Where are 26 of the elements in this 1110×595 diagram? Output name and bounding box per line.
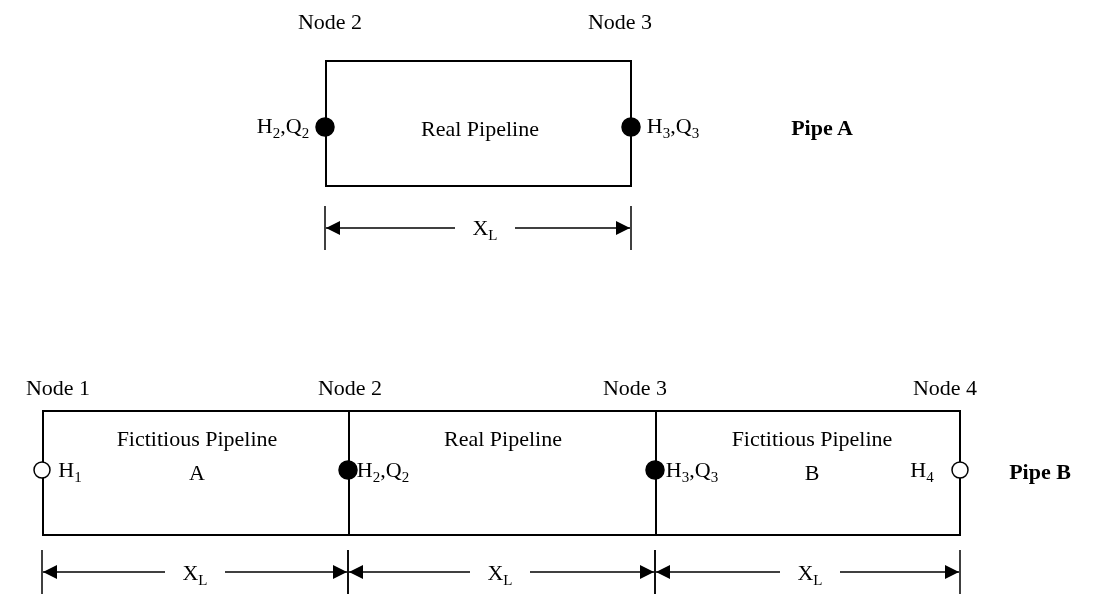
head-label: H$_{4}$: [910, 458, 934, 486]
dimension-label: X$_{L}$: [182, 561, 208, 589]
segment-letter: B: [804, 462, 820, 484]
pipeline-name: Real Pipeline: [421, 118, 539, 140]
pipe-title: Pipe B: [1009, 461, 1071, 483]
head-label: H$_{1}$: [58, 458, 82, 486]
node-label: Node 3: [587, 11, 653, 33]
pipeline-box: [655, 410, 961, 536]
pipeline-box: [325, 60, 632, 187]
pipeline-name: Fictitious Pipeline: [116, 428, 278, 450]
pipe-title: Pipe A: [791, 117, 853, 139]
pipeline-name: Real Pipeline: [444, 428, 562, 450]
node-label: Node 1: [25, 377, 91, 399]
node-label: Node 3: [602, 377, 668, 399]
dimension-label: X$_{L}$: [797, 561, 823, 589]
dimension-label: X$_{L}$: [472, 216, 498, 244]
node-label: Node 2: [297, 11, 363, 33]
node-label: Node 4: [912, 377, 978, 399]
head-flow-label: H$_{2}$,Q$_{2}$: [256, 114, 310, 142]
head-flow-label: H$_{3}$,Q$_{3}$: [665, 458, 719, 486]
pipeline-name: Fictitious Pipeline: [731, 428, 893, 450]
node-label: Node 2: [317, 377, 383, 399]
head-flow-label: H$_{2}$,Q$_{2}$: [356, 458, 410, 486]
head-flow-label: H$_{3}$,Q$_{3}$: [646, 114, 700, 142]
dimension-label: X$_{L}$: [487, 561, 513, 589]
segment-letter: A: [189, 462, 205, 484]
